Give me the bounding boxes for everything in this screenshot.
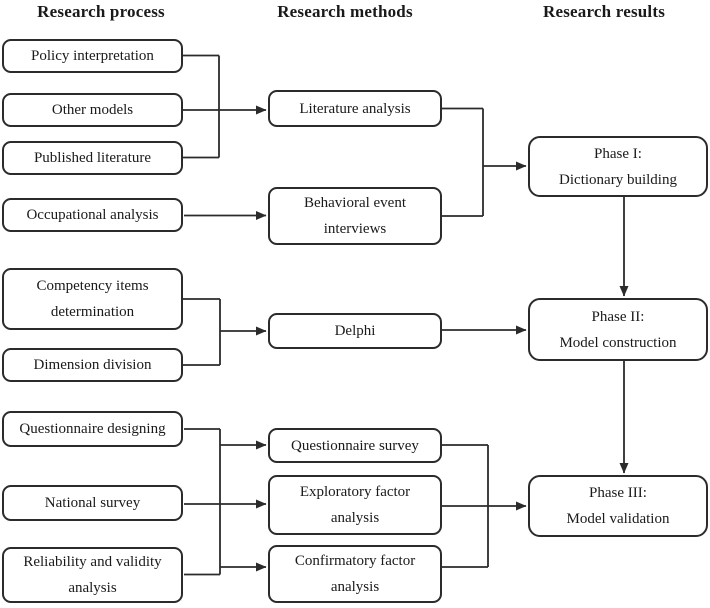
bracket-policy-models-literature xyxy=(183,54,220,159)
bracket-questionnaire-survey-reliability xyxy=(184,428,221,576)
bracket-competency-dimension xyxy=(183,298,221,366)
box-policy-interpretation: Policy interpretation xyxy=(2,39,183,73)
column-header-research-methods: Research methods xyxy=(277,2,413,21)
box-delphi: Delphi xyxy=(268,313,442,349)
column-header-research-results: Research results xyxy=(542,2,666,21)
box-phase3-model-validation: Phase III: Model validation xyxy=(528,475,708,537)
box-confirmatory-factor-analysis: Confirmatory factor analysis xyxy=(268,545,442,603)
column-header-research-process: Research process xyxy=(37,2,165,21)
bracket-survey-factor-analyses xyxy=(442,444,489,568)
box-behavioral-event-interviews: Behavioral event interviews xyxy=(268,187,442,245)
box-exploratory-factor-analysis: Exploratory factor analysis xyxy=(268,475,442,535)
box-literature-analysis: Literature analysis xyxy=(268,90,442,127)
box-questionnaire-designing: Questionnaire designing xyxy=(2,411,183,447)
bracket-literature-behavioral xyxy=(442,107,484,217)
box-national-survey: National survey xyxy=(2,485,183,521)
box-other-models: Other models xyxy=(2,93,183,127)
box-competency-items-determination: Competency items determination xyxy=(2,268,183,330)
box-occupational-analysis: Occupational analysis xyxy=(2,198,183,232)
box-reliability-validity-analysis: Reliability and validity analysis xyxy=(2,547,183,603)
box-questionnaire-survey: Questionnaire survey xyxy=(268,428,442,463)
box-phase2-model-construction: Phase II: Model construction xyxy=(528,298,708,361)
box-phase1-dictionary-building: Phase I: Dictionary building xyxy=(528,136,708,197)
box-dimension-division: Dimension division xyxy=(2,348,183,382)
box-published-literature: Published literature xyxy=(2,141,183,175)
